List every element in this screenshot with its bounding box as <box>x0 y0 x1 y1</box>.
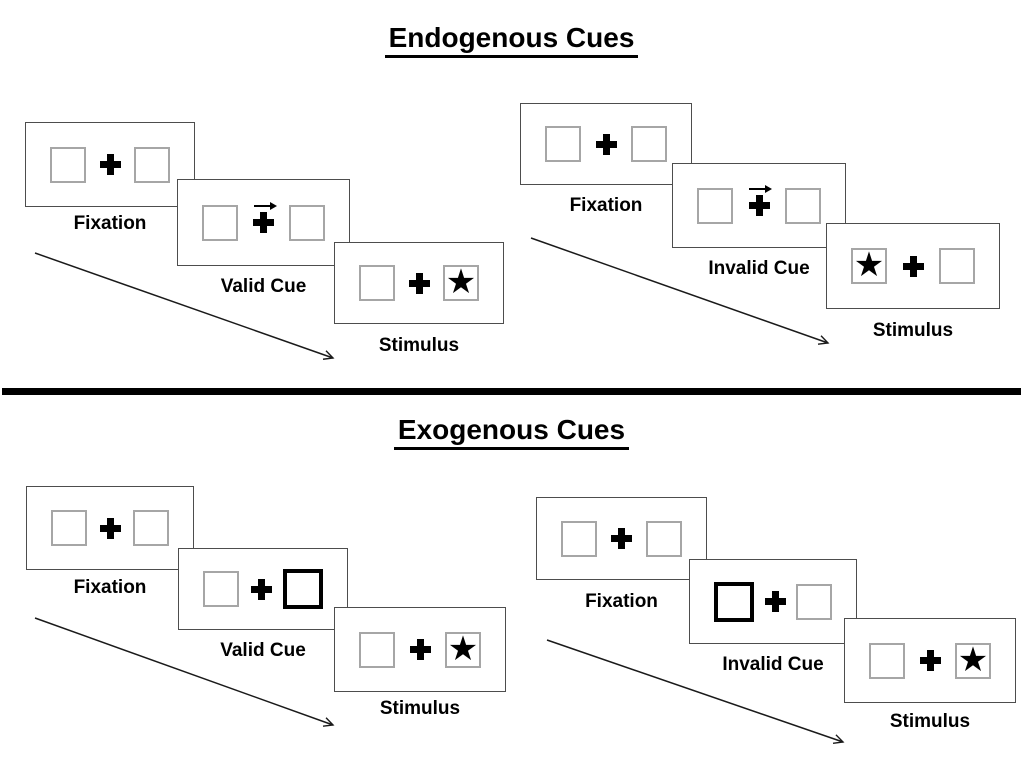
fixation-cross-icon <box>253 202 277 233</box>
left-placeholder-box <box>545 126 581 162</box>
section-title-text: Exogenous Cues <box>393 414 630 450</box>
time-arrow <box>34 617 335 727</box>
frame-label-stimulus: Stimulus <box>889 711 971 732</box>
stimulus-panel: ★ <box>334 607 506 692</box>
frame-label-stimulus: Stimulus <box>378 335 460 356</box>
fixation-cross-icon <box>919 650 941 671</box>
star-target-icon: ★ <box>853 246 885 284</box>
left-placeholder-box <box>359 631 395 668</box>
left-placeholder-box <box>869 642 905 679</box>
right-arrow-cue-icon <box>749 185 772 193</box>
section-title-endogenous: Endogenous Cues <box>0 22 1023 58</box>
frame-label-valid-cue: Valid Cue <box>220 276 307 297</box>
time-arrow <box>546 639 845 745</box>
right-target-box: ★ <box>955 640 991 679</box>
right-placeholder-box <box>796 583 832 620</box>
frame-label-fixation: Fixation <box>569 195 643 216</box>
right-placeholder-box <box>939 248 975 284</box>
right-target-box: ★ <box>445 629 481 668</box>
fixation-cross-icon <box>99 517 121 539</box>
fixation-cross-icon <box>595 133 617 155</box>
fixation-cross-icon <box>250 578 272 600</box>
fixation-panel <box>520 103 692 185</box>
frame-label-fixation: Fixation <box>73 213 147 234</box>
time-arrow <box>530 237 830 345</box>
left-placeholder-box <box>202 204 238 241</box>
right-placeholder-box <box>646 520 682 557</box>
right-placeholder-box <box>289 204 325 241</box>
left-placeholder-box <box>697 187 733 224</box>
section-title-exogenous: Exogenous Cues <box>0 414 1023 450</box>
frame-label-stimulus: Stimulus <box>379 698 461 719</box>
fixation-cross-icon <box>611 528 632 549</box>
right-placeholder-box <box>133 510 169 546</box>
frame-label-valid-cue: Valid Cue <box>220 640 306 661</box>
fixation-cross-icon <box>408 272 430 294</box>
frame-label-invalid-cue: Invalid Cue <box>708 258 810 279</box>
fixation-cross-icon <box>99 154 121 175</box>
left-target-box: ★ <box>851 248 887 284</box>
frame-label-fixation: Fixation <box>585 591 658 612</box>
valid-cue-panel <box>178 548 348 630</box>
star-target-icon: ★ <box>447 629 479 668</box>
right-arrow-cue-icon <box>253 202 277 210</box>
frame-label-fixation: Fixation <box>73 577 147 598</box>
stimulus-panel: ★ <box>334 242 504 324</box>
frame-label-stimulus: Stimulus <box>872 320 954 341</box>
fixation-panel <box>536 497 707 580</box>
star-target-icon: ★ <box>957 640 989 679</box>
time-arrow <box>34 252 335 360</box>
fixation-cross-icon <box>409 639 431 660</box>
fixation-cross-icon <box>902 255 924 277</box>
right-placeholder-box <box>631 126 667 162</box>
left-placeholder-box <box>359 265 395 301</box>
right-highlighted-cue-box <box>283 569 323 609</box>
section-divider <box>2 388 1021 395</box>
right-target-box: ★ <box>443 265 479 301</box>
fixation-cross-icon <box>748 185 772 216</box>
frame-label-invalid-cue: Invalid Cue <box>722 654 824 675</box>
left-placeholder-box <box>51 510 87 546</box>
stimulus-panel: ★ <box>844 618 1016 703</box>
valid-cue-panel <box>177 179 350 266</box>
fixation-cross-icon <box>764 591 786 612</box>
invalid-cue-panel <box>672 163 846 248</box>
invalid-cue-panel <box>689 559 857 644</box>
left-highlighted-cue-box <box>714 581 754 622</box>
left-placeholder-box <box>50 146 86 183</box>
section-title-text: Endogenous Cues <box>384 22 639 58</box>
fixation-panel <box>26 486 194 570</box>
star-target-icon: ★ <box>445 263 477 301</box>
fixation-panel <box>25 122 195 207</box>
right-placeholder-box <box>134 146 170 183</box>
right-placeholder-box <box>785 187 821 224</box>
left-placeholder-box <box>203 571 239 607</box>
left-placeholder-box <box>561 520 597 557</box>
stimulus-panel: ★ <box>826 223 1000 309</box>
